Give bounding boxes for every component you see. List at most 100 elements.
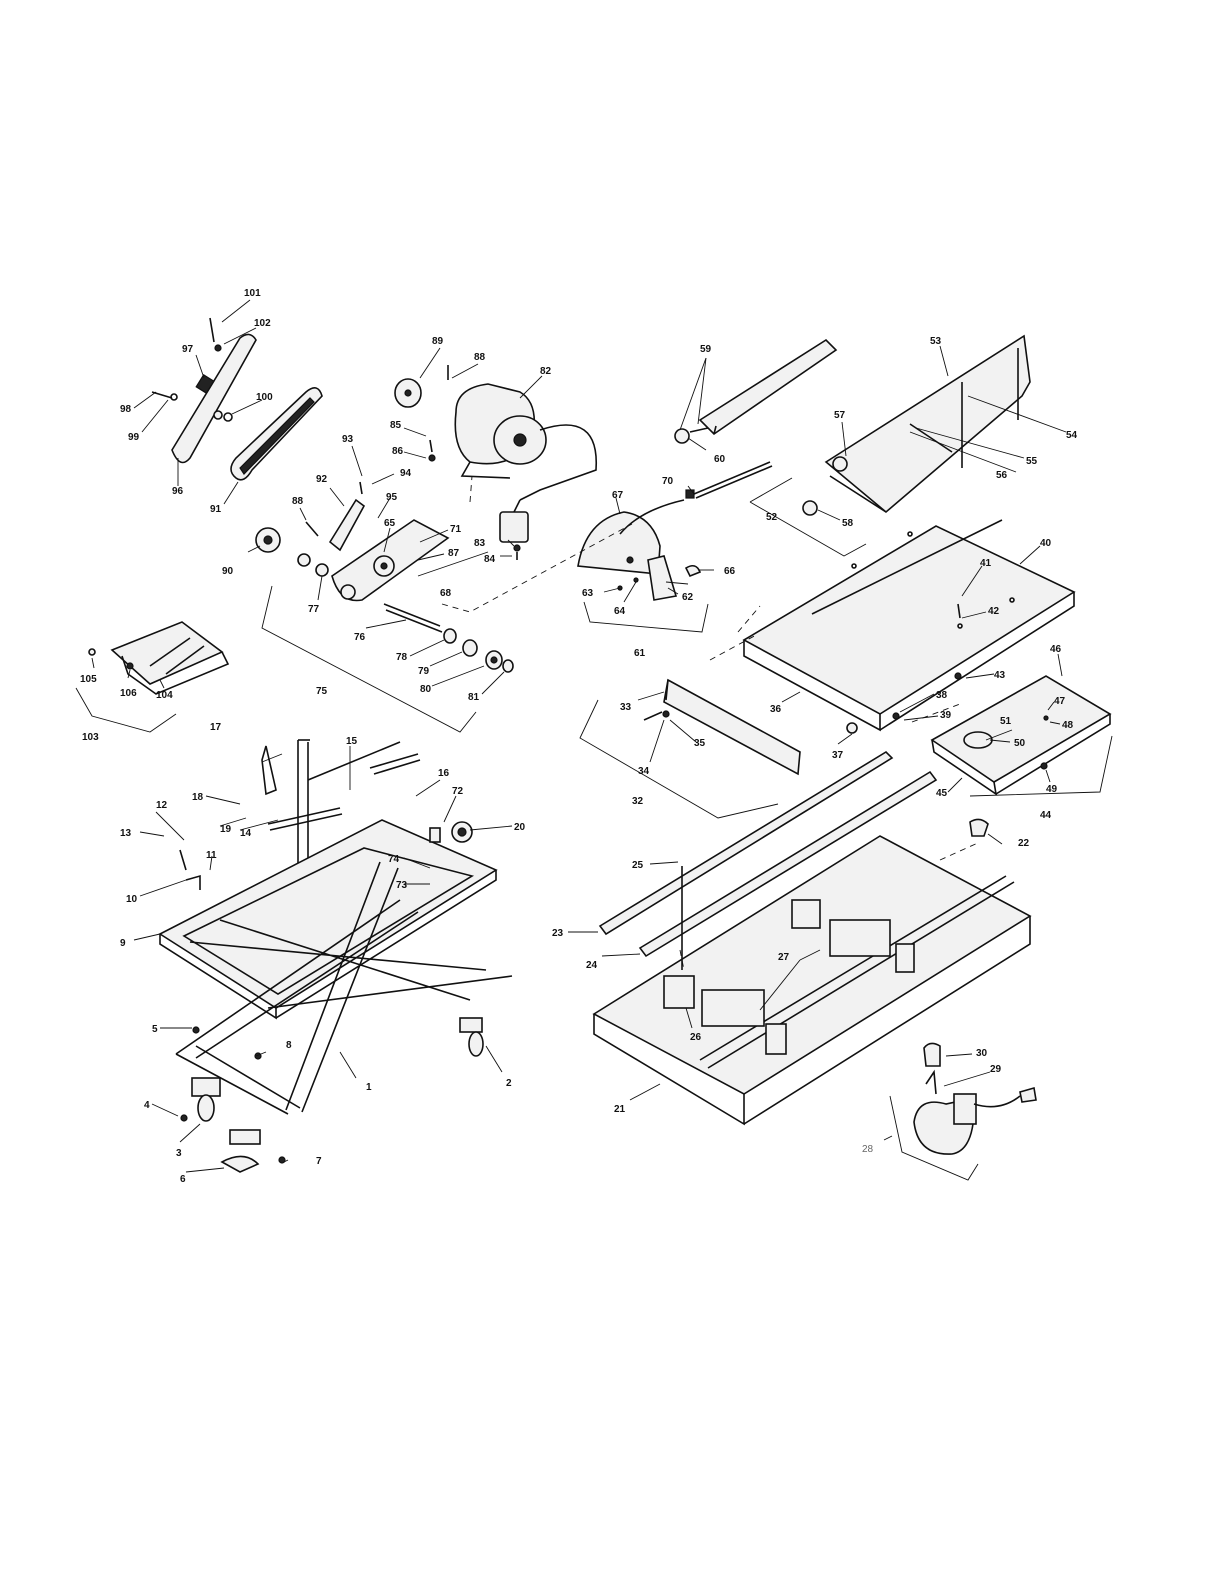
- callout-35: 35: [694, 738, 706, 749]
- water-hose: [619, 461, 773, 535]
- callout-11: 11: [206, 850, 217, 861]
- callout-51: 51: [1000, 716, 1012, 727]
- callout-47: 47: [1054, 696, 1066, 707]
- callout-58: 58: [842, 518, 854, 529]
- arbor-shaft-assembly: [383, 603, 514, 673]
- callout-30: 30: [976, 1048, 988, 1059]
- callout-6: 6: [180, 1174, 186, 1185]
- callout-84: 84: [484, 554, 496, 565]
- callout-34: 34: [638, 766, 650, 777]
- callout-14: 14: [240, 828, 252, 839]
- callout-72: 72: [452, 786, 464, 797]
- callout-93: 93: [342, 434, 354, 445]
- callout-25: 25: [632, 860, 644, 871]
- callout-97: 97: [182, 344, 194, 355]
- callout-59: 59: [700, 344, 712, 355]
- callout-57: 57: [834, 410, 846, 421]
- callout-65: 65: [384, 518, 396, 529]
- callout-labels: 1 2 3 4 5 6 7 8 9 10 11 12 13 14 15 16 1…: [80, 288, 1078, 1185]
- callout-90: 90: [222, 566, 234, 577]
- callout-49: 49: [1046, 784, 1058, 795]
- callout-81: 81: [468, 692, 480, 703]
- callout-41: 41: [980, 558, 992, 569]
- callout-77: 77: [308, 604, 320, 615]
- callout-100: 100: [256, 392, 273, 403]
- callout-28: 28: [862, 1144, 874, 1155]
- callout-74: 74: [388, 854, 400, 865]
- callout-68: 68: [440, 588, 452, 599]
- roller-table: [88, 621, 230, 695]
- callout-16: 16: [438, 768, 450, 779]
- callout-23: 23: [552, 928, 564, 939]
- callout-24: 24: [586, 960, 598, 971]
- callout-39: 39: [940, 710, 952, 721]
- callout-52: 52: [766, 512, 778, 523]
- callout-38: 38: [936, 690, 948, 701]
- casters: [180, 1017, 484, 1173]
- callout-55: 55: [1026, 456, 1038, 467]
- callout-44: 44: [1040, 810, 1052, 821]
- callout-99: 99: [128, 432, 140, 443]
- callout-53: 53: [930, 336, 942, 347]
- callout-96: 96: [172, 486, 184, 497]
- callout-32: 32: [632, 796, 644, 807]
- callout-26: 26: [690, 1032, 702, 1043]
- callout-104: 104: [156, 690, 173, 701]
- callout-64: 64: [614, 606, 626, 617]
- callout-95: 95: [386, 492, 398, 503]
- callout-78: 78: [396, 652, 408, 663]
- callout-67: 67: [612, 490, 624, 501]
- callout-76: 76: [354, 632, 366, 643]
- callout-89: 89: [432, 336, 444, 347]
- callout-12: 12: [156, 800, 168, 811]
- callout-37: 37: [832, 750, 844, 761]
- callout-87: 87: [448, 548, 460, 559]
- callout-85: 85: [390, 420, 402, 431]
- callout-13: 13: [120, 828, 132, 839]
- callout-56: 56: [996, 470, 1008, 481]
- callout-79: 79: [418, 666, 430, 677]
- motor-assembly: [394, 365, 597, 560]
- callout-15: 15: [346, 736, 358, 747]
- callout-21: 21: [614, 1104, 626, 1115]
- motor-mount-plate: [255, 481, 450, 602]
- callout-40: 40: [1040, 538, 1052, 549]
- callout-4: 4: [144, 1100, 150, 1111]
- callout-88a: 88: [474, 352, 486, 363]
- callout-29: 29: [990, 1064, 1002, 1075]
- callout-33: 33: [620, 702, 632, 713]
- callout-1: 1: [366, 1082, 372, 1093]
- callout-50: 50: [1014, 738, 1026, 749]
- callout-7: 7: [316, 1156, 322, 1167]
- callout-2: 2: [506, 1078, 512, 1089]
- assembly-brackets: [75, 475, 1113, 1181]
- callout-36: 36: [770, 704, 782, 715]
- splash-guard: [643, 678, 801, 776]
- callout-60: 60: [714, 454, 726, 465]
- callout-48: 48: [1062, 720, 1074, 731]
- rip-fence: [674, 338, 838, 444]
- callout-70: 70: [662, 476, 674, 487]
- callout-5: 5: [152, 1024, 158, 1035]
- callout-106: 106: [120, 688, 137, 699]
- callout-62: 62: [682, 592, 694, 603]
- callout-88b: 88: [292, 496, 304, 507]
- callout-103: 103: [82, 732, 99, 743]
- callout-66: 66: [724, 566, 736, 577]
- callout-8: 8: [286, 1040, 292, 1051]
- water-tray: [592, 818, 1032, 1126]
- table-extension: [930, 675, 1112, 796]
- callout-10: 10: [126, 894, 138, 905]
- callout-92: 92: [316, 474, 328, 485]
- callout-18: 18: [192, 792, 204, 803]
- callout-19: 19: [220, 824, 232, 835]
- drive-belt: [230, 387, 323, 481]
- callout-54: 54: [1066, 430, 1078, 441]
- callout-20: 20: [514, 822, 526, 833]
- fence-square: [802, 334, 1031, 516]
- blade-guard-shield: [577, 511, 702, 601]
- callout-42: 42: [988, 606, 1000, 617]
- callout-91: 91: [210, 504, 222, 515]
